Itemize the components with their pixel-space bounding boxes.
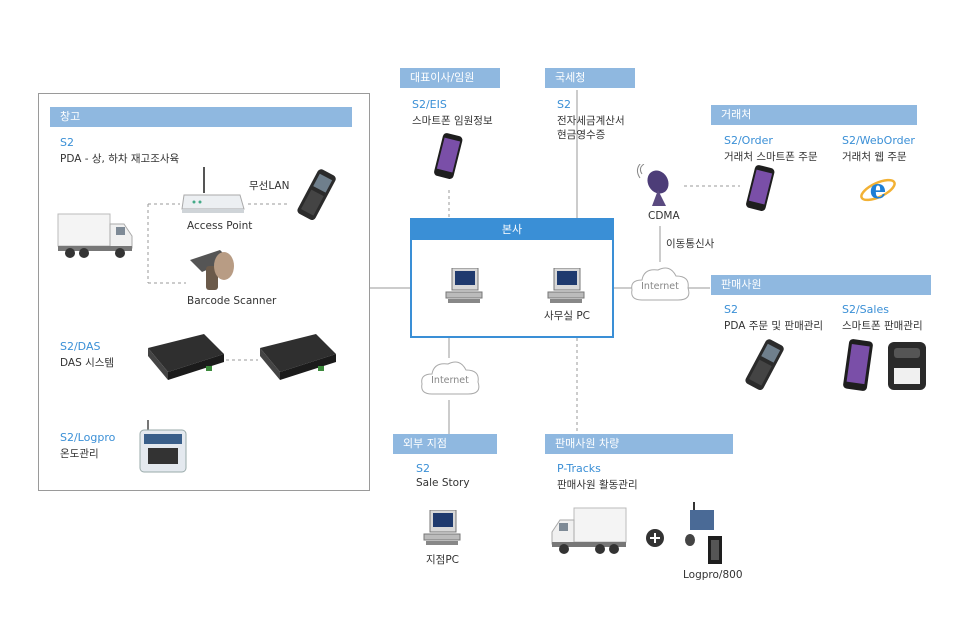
das-product: S2/DAS (60, 340, 101, 353)
das-device-icon (148, 334, 224, 380)
pda-device-icon (745, 339, 784, 391)
smartphone-icon (434, 133, 463, 179)
logpro-product: S2/Logpro (60, 431, 116, 444)
client-order-desc: 거래처 스마트폰 주문 (724, 151, 818, 163)
nts-product: S2 (557, 98, 571, 111)
sales-pda-product: S2 (724, 303, 738, 316)
branch-product: S2 (416, 462, 430, 475)
warehouse-pda-product: S2 (60, 136, 74, 149)
printer-icon (888, 342, 926, 390)
smartphone-icon (746, 165, 775, 211)
das-device-icon (260, 334, 336, 380)
sales-staff-header: 판매사원 (711, 275, 931, 295)
hq-panel: 본사 (410, 218, 614, 338)
carrier-label: 이동통신사 (666, 238, 715, 250)
barcode-scanner-label: Barcode Scanner (187, 295, 277, 307)
logpro-desc: 온도관리 (60, 448, 99, 460)
ceo-product: S2/EIS (412, 98, 447, 111)
sales-vehicle-desc: 판매사원 활동관리 (557, 479, 638, 491)
sales-sales-desc: 스마트폰 판매관리 (842, 320, 923, 332)
client-order-product: S2/Order (724, 134, 773, 147)
temperature-logger-icon (139, 420, 187, 473)
client-header: 거래처 (711, 105, 917, 125)
logpro800-label: Logpro/800 (683, 569, 743, 581)
branch-header: 외부 지점 (393, 434, 497, 454)
pda-device-icon (297, 169, 336, 221)
sales-pda-desc: PDA 주문 및 판매관리 (724, 320, 824, 332)
internet-label: Internet (641, 281, 679, 292)
desktop-pc-icon (547, 268, 585, 303)
internet-explorer-icon: e (860, 175, 896, 205)
truck-icon (551, 507, 627, 554)
office-pc-label: 사무실 PC (544, 310, 590, 322)
nts-desc-1: 전자세금계산서 (557, 115, 625, 127)
desktop-pc-icon (445, 268, 483, 303)
ceo-header: 대표이사/임원 (400, 68, 500, 88)
warehouse-pda-desc: PDA - 상, 하차 재고조사육 (60, 153, 180, 165)
sales-sales-product: S2/Sales (842, 303, 889, 316)
barcode-scanner-icon (190, 250, 234, 290)
sales-vehicle-header: 판매사원 차량 (545, 434, 733, 454)
internet-cloud-icon: Internet (631, 267, 690, 301)
smartphone-icon (843, 339, 873, 391)
internet-label: Internet (431, 375, 469, 386)
plus-icon (646, 529, 664, 547)
warehouse-panel (38, 93, 370, 491)
hq-header: 본사 (412, 220, 612, 240)
client-weborder-product: S2/WebOrder (842, 134, 915, 147)
cdma-label: CDMA (648, 210, 680, 222)
svg-text:e: e (870, 175, 887, 205)
gps-logger-icon (685, 502, 722, 564)
wireless-lan-label: 무선LAN (249, 180, 290, 192)
access-point-label: Access Point (187, 220, 253, 232)
truck-icon (57, 213, 133, 258)
desktop-pc-icon (423, 510, 461, 545)
satellite-dish-icon (636, 164, 669, 206)
branch-desc: Sale Story (416, 477, 470, 489)
das-desc: DAS 시스템 (60, 357, 115, 369)
client-weborder-desc: 거래처 웹 주문 (842, 151, 907, 163)
router-icon (181, 167, 245, 213)
nts-desc-2: 현금영수증 (557, 129, 606, 141)
ceo-desc: 스마트폰 임원정보 (412, 115, 493, 127)
sales-vehicle-product: P-Tracks (557, 462, 601, 475)
branch-pc-label: 지점PC (426, 554, 459, 566)
warehouse-header: 창고 (50, 107, 352, 127)
nts-header: 국세청 (545, 68, 635, 88)
internet-cloud-icon: Internet (421, 361, 480, 395)
